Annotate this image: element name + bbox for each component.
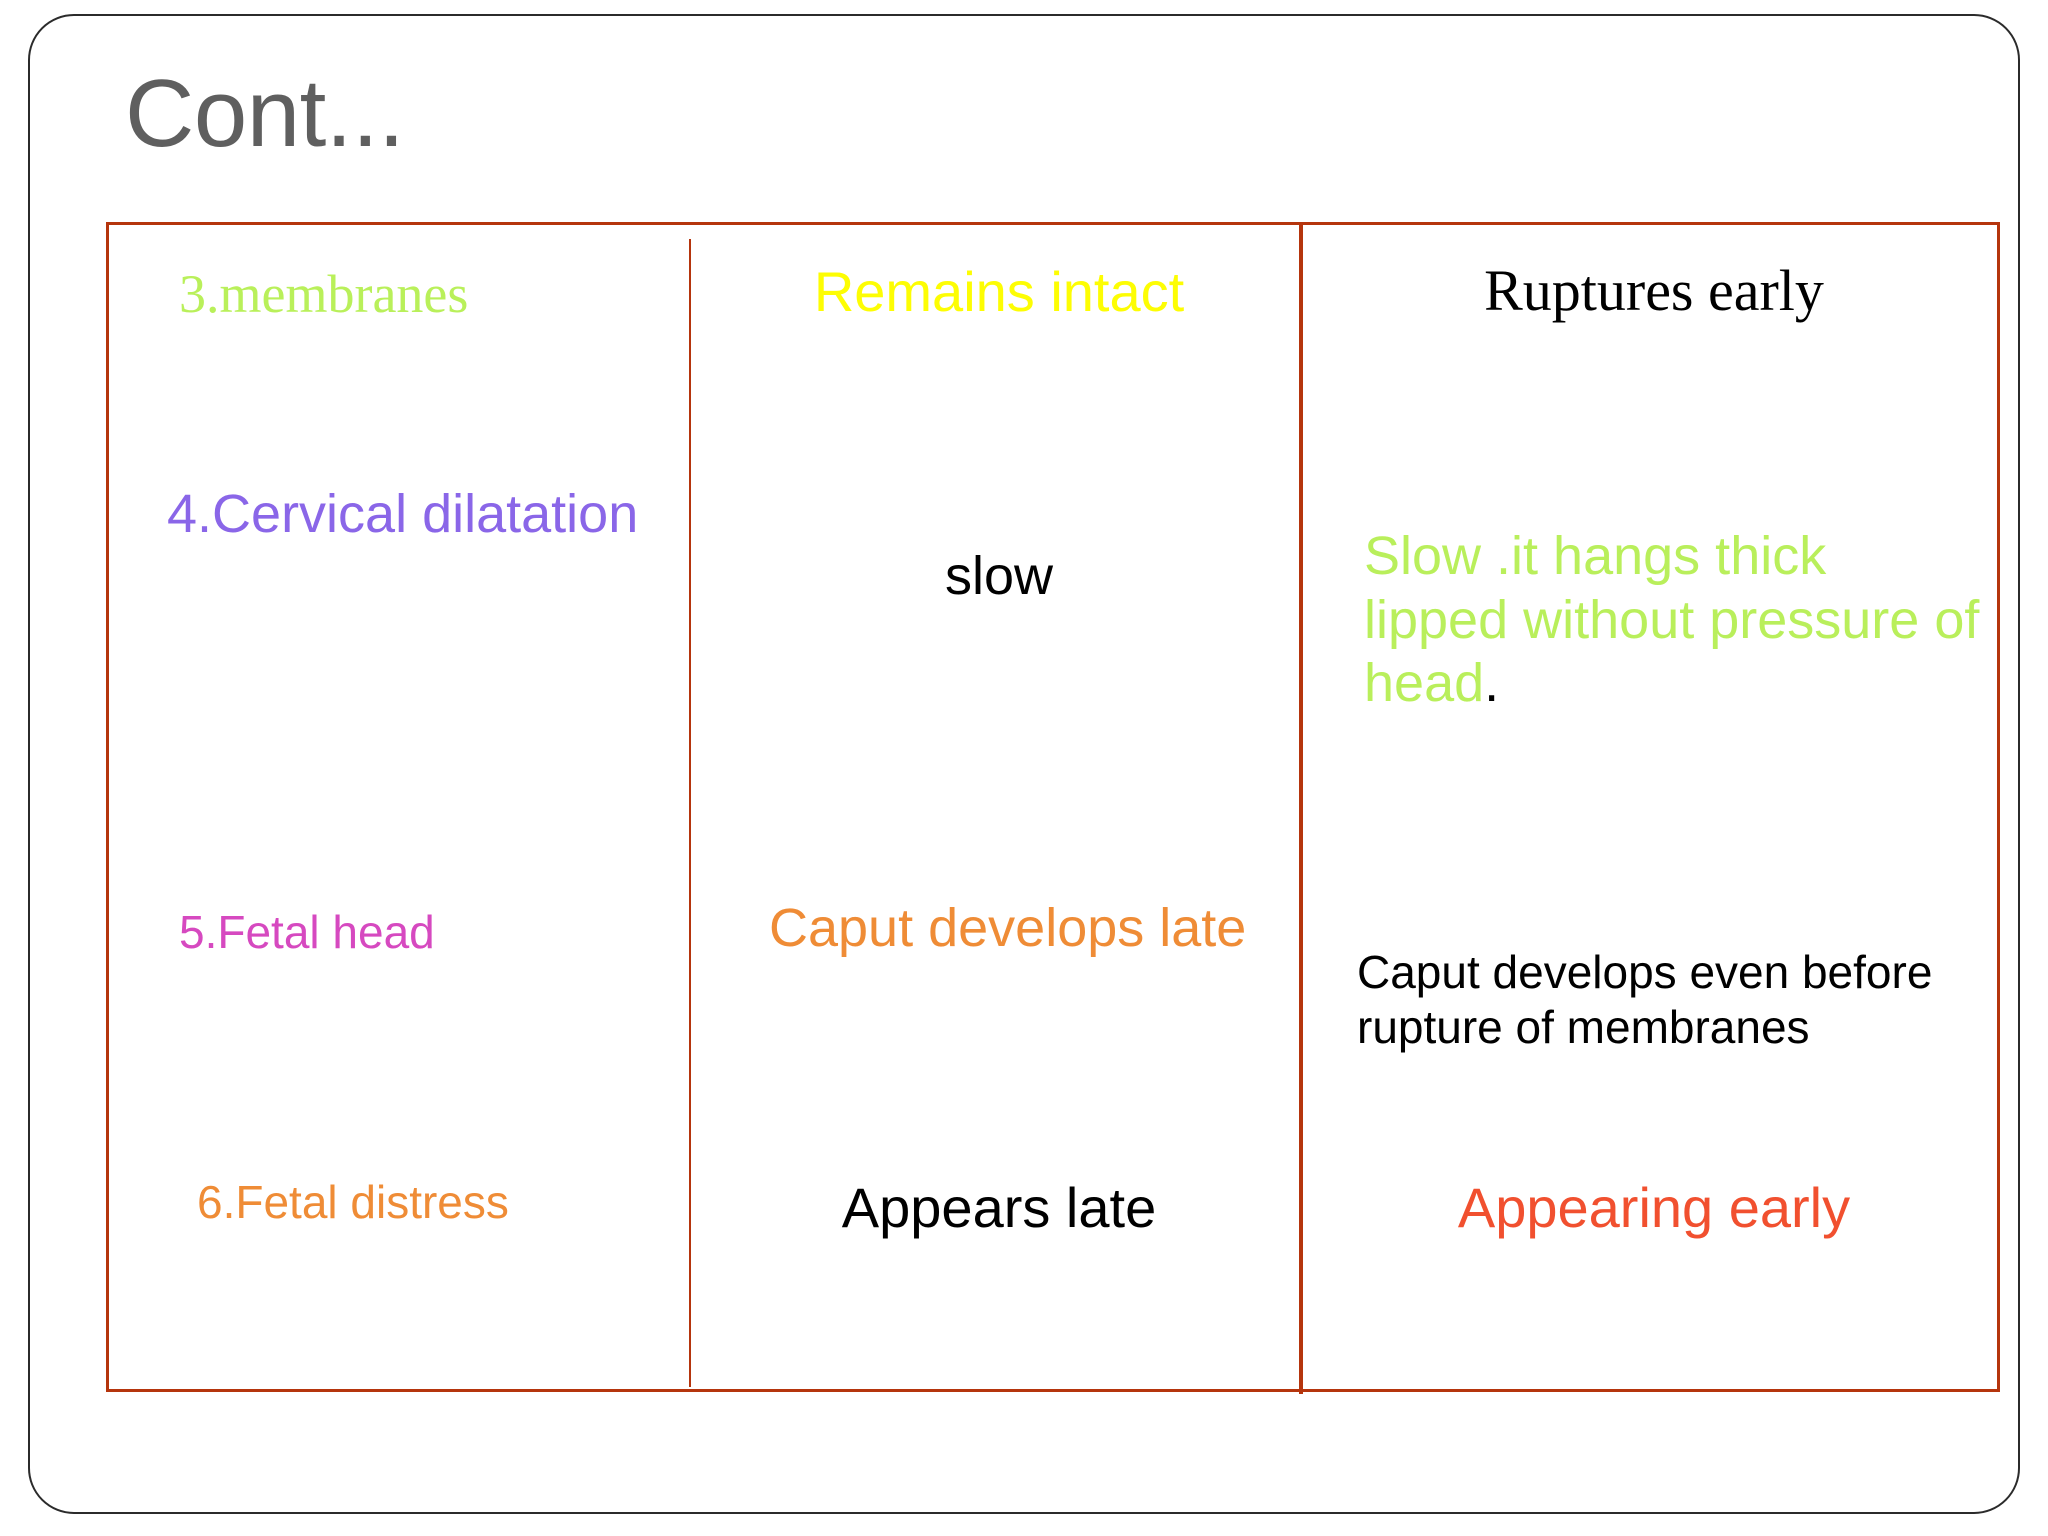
table-cell-membranes-col3: Ruptures early [1484, 258, 1824, 323]
column-divider-right [1299, 222, 1303, 1394]
table-cell-fetal-head-col2: Caput develops late [769, 898, 1247, 958]
table-cell-fetal-distress-col3: Appearing early [1457, 1176, 1851, 1239]
table-row-label-membranes: 3.membranes [179, 264, 469, 324]
table-cell-membranes-col2: Remains intact [813, 260, 1185, 323]
table-row-label-cervical-dilatation: 4.Cervical dilatation [167, 484, 639, 544]
table-row-label-fetal-distress: 6.Fetal distress [197, 1176, 509, 1228]
comparison-table: 3.membranes Remains intact Ruptures earl… [106, 222, 2000, 1394]
page-title: Cont... [125, 60, 405, 167]
table-cell-fetal-distress-col2: Appears late [841, 1176, 1157, 1239]
table-row-label-fetal-head: 5.Fetal head [179, 906, 435, 958]
table-cell-fetal-head-col3: Caput develops even before rupture of me… [1357, 946, 1933, 1054]
slide-frame: Cont... 3.membranes Remains intact Ruptu… [28, 14, 2020, 1514]
table-cell-cervical-dilatation-col2: slow [944, 546, 1054, 606]
table-cell-cervical-dilatation-col3: Slow .it hangs thick lipped without pres… [1364, 525, 1984, 716]
column-divider-left [689, 239, 691, 1387]
cervical-dilatation-col3-text: Slow .it hangs thick lipped without pres… [1364, 526, 1980, 714]
cervical-dilatation-col3-period: . [1484, 653, 1500, 714]
